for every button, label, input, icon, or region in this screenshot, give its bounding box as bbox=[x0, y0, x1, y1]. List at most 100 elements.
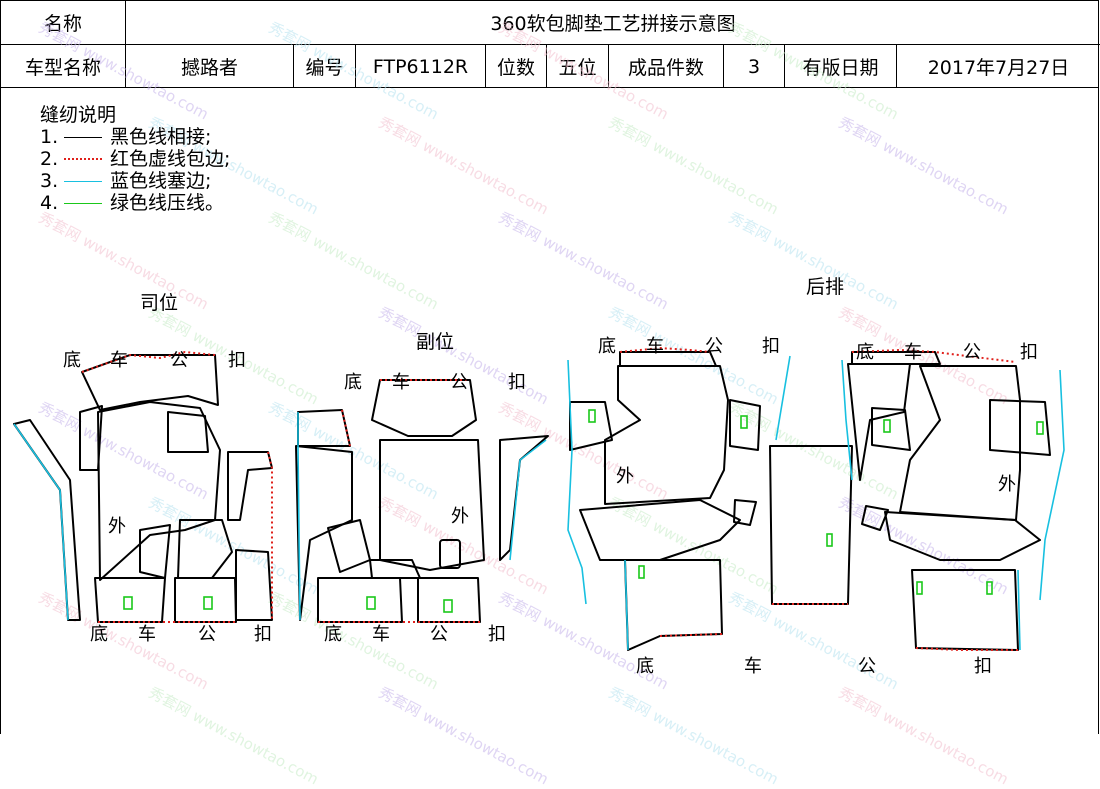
rear-right-green-mark-2 bbox=[1036, 421, 1044, 435]
passenger-green-mark-1 bbox=[366, 596, 376, 610]
driver-bottom-mark-che: 车 bbox=[138, 624, 156, 645]
rear-right-mat bbox=[847, 351, 1051, 651]
passenger-section-title: 副位 bbox=[416, 331, 455, 353]
drawing-frame bbox=[0, 88, 1099, 734]
black-line-sample bbox=[64, 136, 102, 138]
rear-left-green-mark-3 bbox=[638, 565, 645, 579]
driver-top-red bbox=[81, 350, 216, 373]
rear-right-seat-hole2 bbox=[871, 407, 911, 451]
rear-right-green-mark-3 bbox=[916, 581, 923, 595]
driver-bottom-right bbox=[174, 577, 237, 623]
rear-right-top-mark-gong: 公 bbox=[963, 342, 981, 363]
rear-left-blue-edge bbox=[567, 359, 587, 605]
driver-piece-f bbox=[235, 549, 273, 621]
legend-title: 缝纫说明 bbox=[40, 104, 117, 126]
driver-top-mark-kou: 扣 bbox=[228, 350, 246, 371]
passenger-center bbox=[379, 439, 485, 571]
driver-bottom-mark-gong: 公 bbox=[198, 624, 216, 645]
header-table: 名称 360软包脚垫工艺拼接示意图 车型名称 撼路者 编号 FTP6112R 位… bbox=[0, 0, 1100, 88]
rear-left-top-mark-kou: 扣 bbox=[762, 336, 780, 357]
rear-bottom-mark-gong: 公 bbox=[858, 656, 876, 677]
rear-right-bottom bbox=[911, 569, 1019, 651]
passenger-top-flap bbox=[371, 379, 477, 437]
rear-right-left-block bbox=[847, 363, 911, 481]
passenger-bottom-mark-kou: 扣 bbox=[488, 624, 506, 645]
rear-left-top-flap bbox=[619, 351, 717, 367]
passenger-left-strip bbox=[295, 445, 353, 621]
passenger-heel-pad bbox=[439, 539, 461, 569]
driver-top-mark-che: 车 bbox=[110, 350, 128, 371]
legend-num: 3. bbox=[40, 170, 59, 192]
model-value: 撼路者 bbox=[126, 45, 294, 88]
rear-right-top-mark-di: 底 bbox=[856, 342, 874, 363]
rear-right-seat-hole bbox=[989, 399, 1051, 456]
passenger-right-strip bbox=[499, 435, 549, 561]
date-value: 2017年7月27日 bbox=[927, 57, 1070, 79]
passenger-mat bbox=[295, 379, 549, 623]
legend-text: 蓝色线塞边; bbox=[110, 170, 212, 192]
driver-piece-e bbox=[177, 519, 233, 579]
passenger-right-blue-edge bbox=[509, 439, 547, 561]
rear-left-outside-label: 外 bbox=[616, 466, 634, 487]
driver-outside-label: 外 bbox=[108, 516, 126, 537]
code-label: 编号 bbox=[294, 45, 356, 88]
legend-text: 红色虚线包边; bbox=[110, 148, 231, 170]
driver-left-strip bbox=[13, 419, 81, 621]
rear-bottom-mark-kou: 扣 bbox=[974, 656, 992, 677]
driver-top-mark-di: 底 bbox=[63, 350, 81, 371]
passenger-bottom-mark-di: 底 bbox=[324, 624, 342, 645]
rear-left-seat-hole2 bbox=[729, 399, 761, 451]
legend-text: 绿色线压线。 bbox=[110, 192, 225, 214]
rear-left-tunnel-blue bbox=[775, 355, 791, 441]
green-line-sample bbox=[64, 202, 102, 204]
legend-num: 1. bbox=[40, 126, 59, 148]
driver-main-panel bbox=[97, 401, 221, 581]
name-label: 名称 bbox=[1, 1, 126, 45]
rear-left-lower bbox=[579, 499, 741, 561]
rear-left-mat bbox=[569, 351, 853, 651]
passenger-bottom-mark-gong: 公 bbox=[430, 624, 448, 645]
rear-right-edge-blue bbox=[1039, 369, 1065, 601]
seats-label: 位数 bbox=[486, 45, 547, 88]
date-label: 有版日期 bbox=[785, 45, 897, 88]
rear-left-top-red bbox=[619, 346, 711, 353]
rear-left-bottom-blue bbox=[624, 559, 629, 651]
rear-left-top-mark-di: 底 bbox=[598, 336, 616, 357]
red-dotted-sample bbox=[64, 158, 102, 160]
driver-piece-c bbox=[227, 451, 273, 521]
driver-bottom-left bbox=[94, 577, 166, 623]
rear-right-blue-edge bbox=[841, 359, 853, 481]
passenger-bottom-left bbox=[317, 577, 403, 623]
passenger-green-mark-2 bbox=[443, 599, 453, 613]
driver-mat bbox=[13, 354, 273, 623]
driver-piece-a bbox=[79, 405, 103, 471]
blue-edges bbox=[13, 355, 1065, 651]
legend-item-green: 4. 绿色线压线。 bbox=[40, 192, 230, 214]
rear-left-top-mark-gong: 公 bbox=[705, 336, 723, 357]
driver-blue-edge bbox=[13, 423, 69, 621]
passenger-blue-edge bbox=[297, 412, 301, 621]
rear-left-seat-hole bbox=[569, 401, 613, 451]
legend-num: 2. bbox=[40, 148, 59, 170]
driver-green-mark-1 bbox=[123, 596, 133, 610]
passenger-outside-label: 外 bbox=[451, 506, 469, 527]
driver-piece-b bbox=[167, 411, 209, 453]
rear-left-green-mark-4 bbox=[826, 533, 833, 547]
rear-section-title: 后排 bbox=[806, 276, 845, 298]
red-edges bbox=[81, 346, 1018, 651]
rear-right-small bbox=[861, 505, 889, 531]
rear-right-green-mark-1 bbox=[883, 419, 891, 433]
pattern-drawing bbox=[13, 346, 1065, 651]
rear-left-top-mark-che: 车 bbox=[646, 336, 664, 357]
driver-section-title: 司位 bbox=[140, 292, 179, 314]
rear-right-top-mark-che: 车 bbox=[904, 342, 922, 363]
seats-value: 五位 bbox=[547, 45, 609, 88]
rear-right-main bbox=[899, 365, 1021, 521]
driver-bottom-mark-kou: 扣 bbox=[254, 624, 272, 645]
rear-right-green-mark-4 bbox=[986, 581, 993, 595]
rear-left-bottom-red bbox=[659, 633, 723, 637]
passenger-bottom-mark-che: 车 bbox=[372, 624, 390, 645]
passenger-top-mark-di: 底 bbox=[344, 372, 362, 393]
driver-top-mark-gong: 公 bbox=[170, 350, 188, 371]
passenger-top-mark-che: 车 bbox=[392, 372, 410, 393]
